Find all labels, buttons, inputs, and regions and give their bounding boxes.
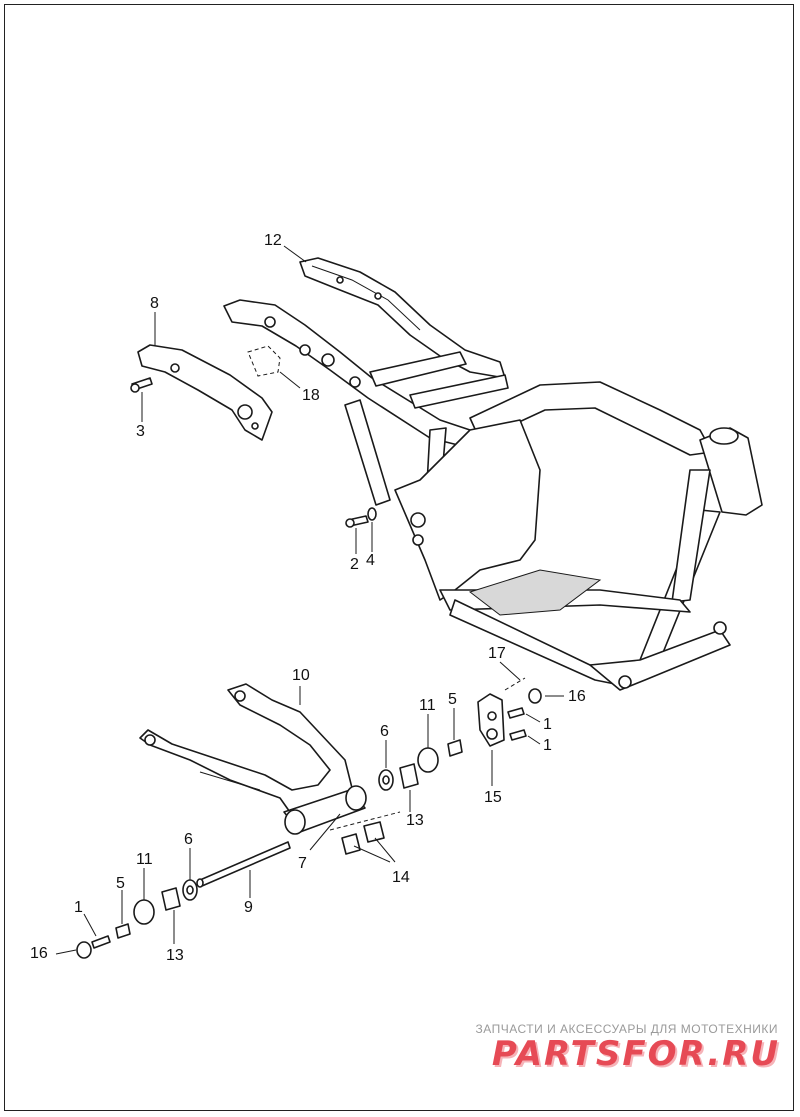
callout-6: 6 (184, 831, 193, 848)
callout-11: 11 (419, 697, 436, 714)
callout-13: 13 (406, 812, 424, 829)
pivot-hardware-left (76, 841, 291, 959)
callout-1: 1 (543, 716, 552, 733)
swingarm (139, 683, 367, 835)
callout-1: 1 (543, 737, 552, 754)
callout-16: 16 (30, 945, 48, 962)
watermark-subtitle: ЗАПЧАСТИ И АКСЕССУАРЫ ДЛЯ МОТОТЕХНИКИ (475, 1022, 778, 1036)
callout-4: 4 (366, 552, 375, 569)
leader-lines (55, 245, 564, 955)
screw-3 (130, 377, 153, 393)
callout-17: 17 (488, 645, 506, 662)
callout-18: 18 (302, 387, 320, 404)
callout-5: 5 (448, 691, 457, 708)
callout-2: 2 (350, 556, 359, 573)
callout-7: 7 (298, 855, 307, 872)
callout-12: 12 (264, 232, 282, 249)
callout-8: 8 (150, 295, 159, 312)
callout-5: 5 (116, 875, 125, 892)
callout-1: 1 (74, 899, 83, 916)
callout-3: 3 (136, 423, 145, 440)
side-plate (137, 344, 273, 441)
diagram-frame (4, 4, 794, 1111)
callout-16: 16 (568, 688, 586, 705)
callout-10: 10 (292, 667, 310, 684)
bolt-2-washer-4 (345, 507, 377, 528)
pivot-hardware-right (378, 677, 542, 791)
callout-6: 6 (380, 723, 389, 740)
callout-11: 11 (136, 851, 153, 868)
plate-outline (247, 345, 281, 377)
callout-15: 15 (484, 789, 502, 806)
watermark-logo: PARTSFOR.RU (491, 1034, 780, 1074)
callout-13: 13 (166, 947, 184, 964)
bushings-14 (329, 811, 401, 855)
callout-14: 14 (392, 869, 410, 886)
callout-9: 9 (244, 899, 253, 916)
motorcycle-frame (223, 257, 763, 691)
